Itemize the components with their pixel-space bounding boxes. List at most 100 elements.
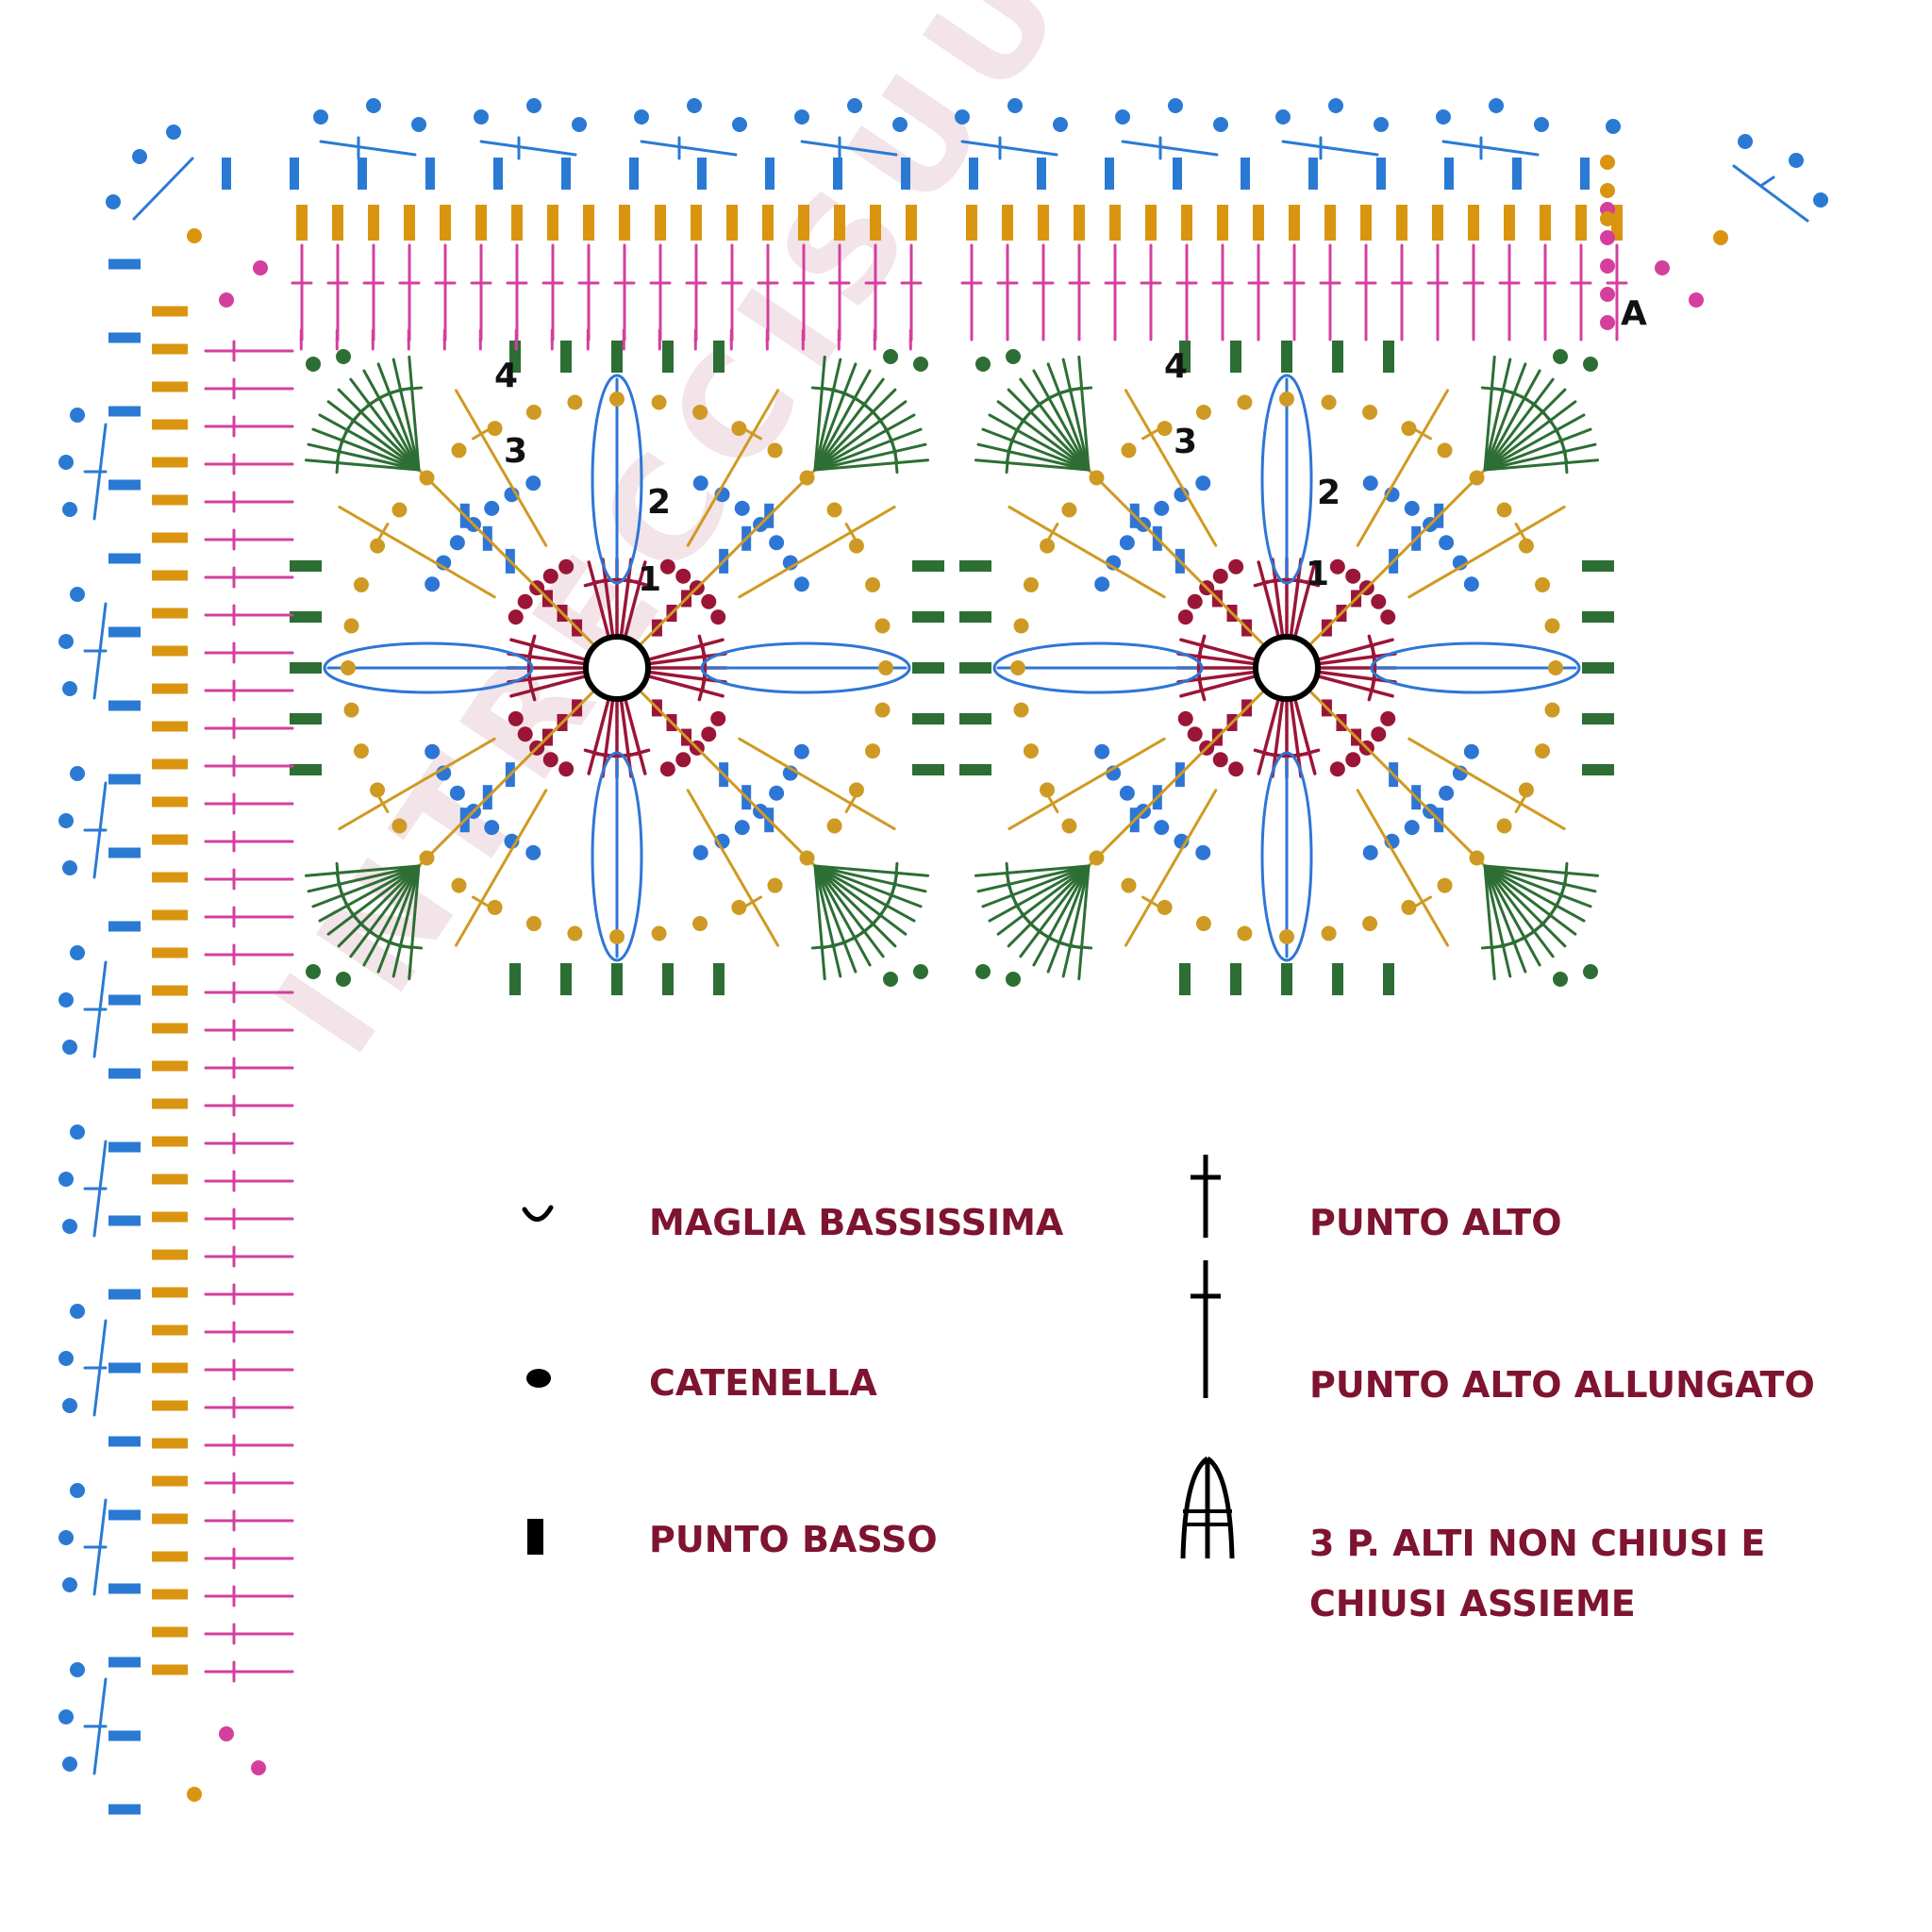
chain-stitch — [769, 785, 785, 801]
stitch-line — [813, 864, 858, 974]
round-label-2: 2 — [647, 483, 672, 522]
stitch-line — [408, 355, 421, 472]
chain-stitch — [484, 500, 500, 516]
chain-stitch — [1157, 899, 1173, 915]
single-crochet-stitch — [108, 1583, 141, 1594]
chain-stitch — [1195, 475, 1211, 491]
round2-ellipse — [1260, 751, 1313, 962]
stitch-line — [1197, 634, 1207, 657]
magic-ring — [583, 634, 651, 702]
chain-stitch — [732, 117, 747, 132]
stitch-line — [349, 377, 421, 472]
single-crochet-stitch — [713, 341, 724, 373]
single-crochet-stitch — [1611, 205, 1623, 241]
single-crochet-stitch — [152, 1589, 188, 1600]
round2-ellipse — [323, 641, 534, 694]
chain-stitch — [411, 117, 426, 132]
single-crochet-stitch — [290, 611, 322, 623]
chain-stitch — [558, 558, 575, 575]
chain-stitch — [1212, 752, 1228, 768]
round-label-2b: 2 — [1317, 474, 1341, 512]
stitch-line — [844, 523, 858, 542]
chain-stitch — [1600, 155, 1615, 170]
chain-stitch — [1380, 710, 1396, 726]
single-crochet-stitch — [509, 963, 521, 995]
single-crochet-stitch — [108, 994, 141, 1006]
chain-stitch — [1061, 818, 1077, 834]
stitch-line — [326, 400, 421, 472]
chain-stitch — [1553, 972, 1568, 987]
single-crochet-stitch — [834, 205, 845, 241]
legend-label-slip-stitch: MAGLIA BASSISSIMA — [649, 1202, 1064, 1243]
single-crochet-stitch — [152, 1664, 188, 1675]
stitch-line — [1367, 679, 1376, 702]
chain-stitch — [251, 1760, 266, 1775]
chain-stitch — [634, 109, 649, 125]
chain-stitch — [1496, 818, 1512, 834]
single-crochet-stitch — [1332, 963, 1343, 995]
single-crochet-stitch — [425, 158, 435, 190]
stitch-line — [1483, 864, 1586, 923]
chain-stitch — [1518, 782, 1534, 798]
stitch-line — [307, 442, 421, 472]
chain-stitch — [1535, 743, 1551, 759]
stitch-line — [337, 388, 421, 472]
stitch-line — [981, 864, 1091, 908]
chain-stitch — [187, 1787, 202, 1802]
stitch-line — [1483, 377, 1555, 472]
single-crochet-stitch — [1582, 611, 1614, 623]
single-crochet-stitch — [1444, 158, 1454, 190]
single-crochet-stitch — [152, 1551, 188, 1562]
chain-stitch — [651, 394, 667, 410]
chain-stitch — [878, 660, 893, 675]
chain-stitch — [848, 538, 864, 554]
chain-stitch — [659, 558, 675, 575]
stitch-line — [319, 140, 417, 157]
stitch-line — [640, 140, 738, 157]
chain-stitch — [1089, 850, 1105, 866]
stitch-line — [996, 400, 1091, 472]
stitch-line — [395, 666, 619, 890]
stitch-line — [1179, 674, 1257, 698]
chain-stitch — [353, 576, 369, 592]
single-crochet-stitch — [1308, 158, 1318, 190]
chain-stitch — [1553, 349, 1568, 364]
single-crochet-stitch — [152, 306, 188, 317]
chain-stitch — [1040, 782, 1056, 798]
stitch-line — [1441, 140, 1540, 157]
single-crochet-stitch — [152, 721, 188, 732]
single-crochet-icon — [527, 1519, 543, 1555]
chain-stitch — [62, 860, 77, 875]
chain-stitch — [1053, 117, 1068, 132]
chain-stitch — [525, 404, 541, 420]
stitch-line — [813, 864, 908, 936]
stitch-line — [1141, 427, 1161, 441]
stitch-line — [686, 389, 780, 547]
single-crochet-stitch — [798, 205, 809, 241]
chain-stitch — [1600, 230, 1615, 245]
stitch-line — [362, 369, 421, 472]
chain-stitch — [341, 660, 356, 675]
single-crochet-stitch — [901, 158, 910, 190]
stitch-line — [1032, 864, 1091, 967]
single-crochet-stitch — [966, 205, 977, 241]
stitch-line — [813, 864, 826, 981]
stitch-line — [1005, 861, 1010, 884]
corner-point-label: A — [1621, 294, 1647, 333]
chain-stitch — [1789, 153, 1804, 168]
chain-stitch — [58, 1351, 74, 1366]
single-crochet-stitch — [912, 560, 944, 572]
chain-stitch — [451, 877, 467, 893]
stitch-line — [338, 505, 496, 599]
stitch-line — [454, 789, 548, 947]
chain-stitch — [1463, 743, 1479, 759]
chain-stitch — [1362, 844, 1378, 860]
chain-stitch — [701, 593, 717, 609]
stitch-line — [813, 864, 885, 958]
chain-stitch — [1094, 576, 1110, 592]
chain-stitch — [70, 408, 85, 423]
chain-stitch — [1655, 260, 1670, 275]
chain-stitch — [1738, 134, 1753, 149]
chain-stitch — [692, 844, 708, 860]
single-crochet-stitch — [152, 570, 188, 581]
